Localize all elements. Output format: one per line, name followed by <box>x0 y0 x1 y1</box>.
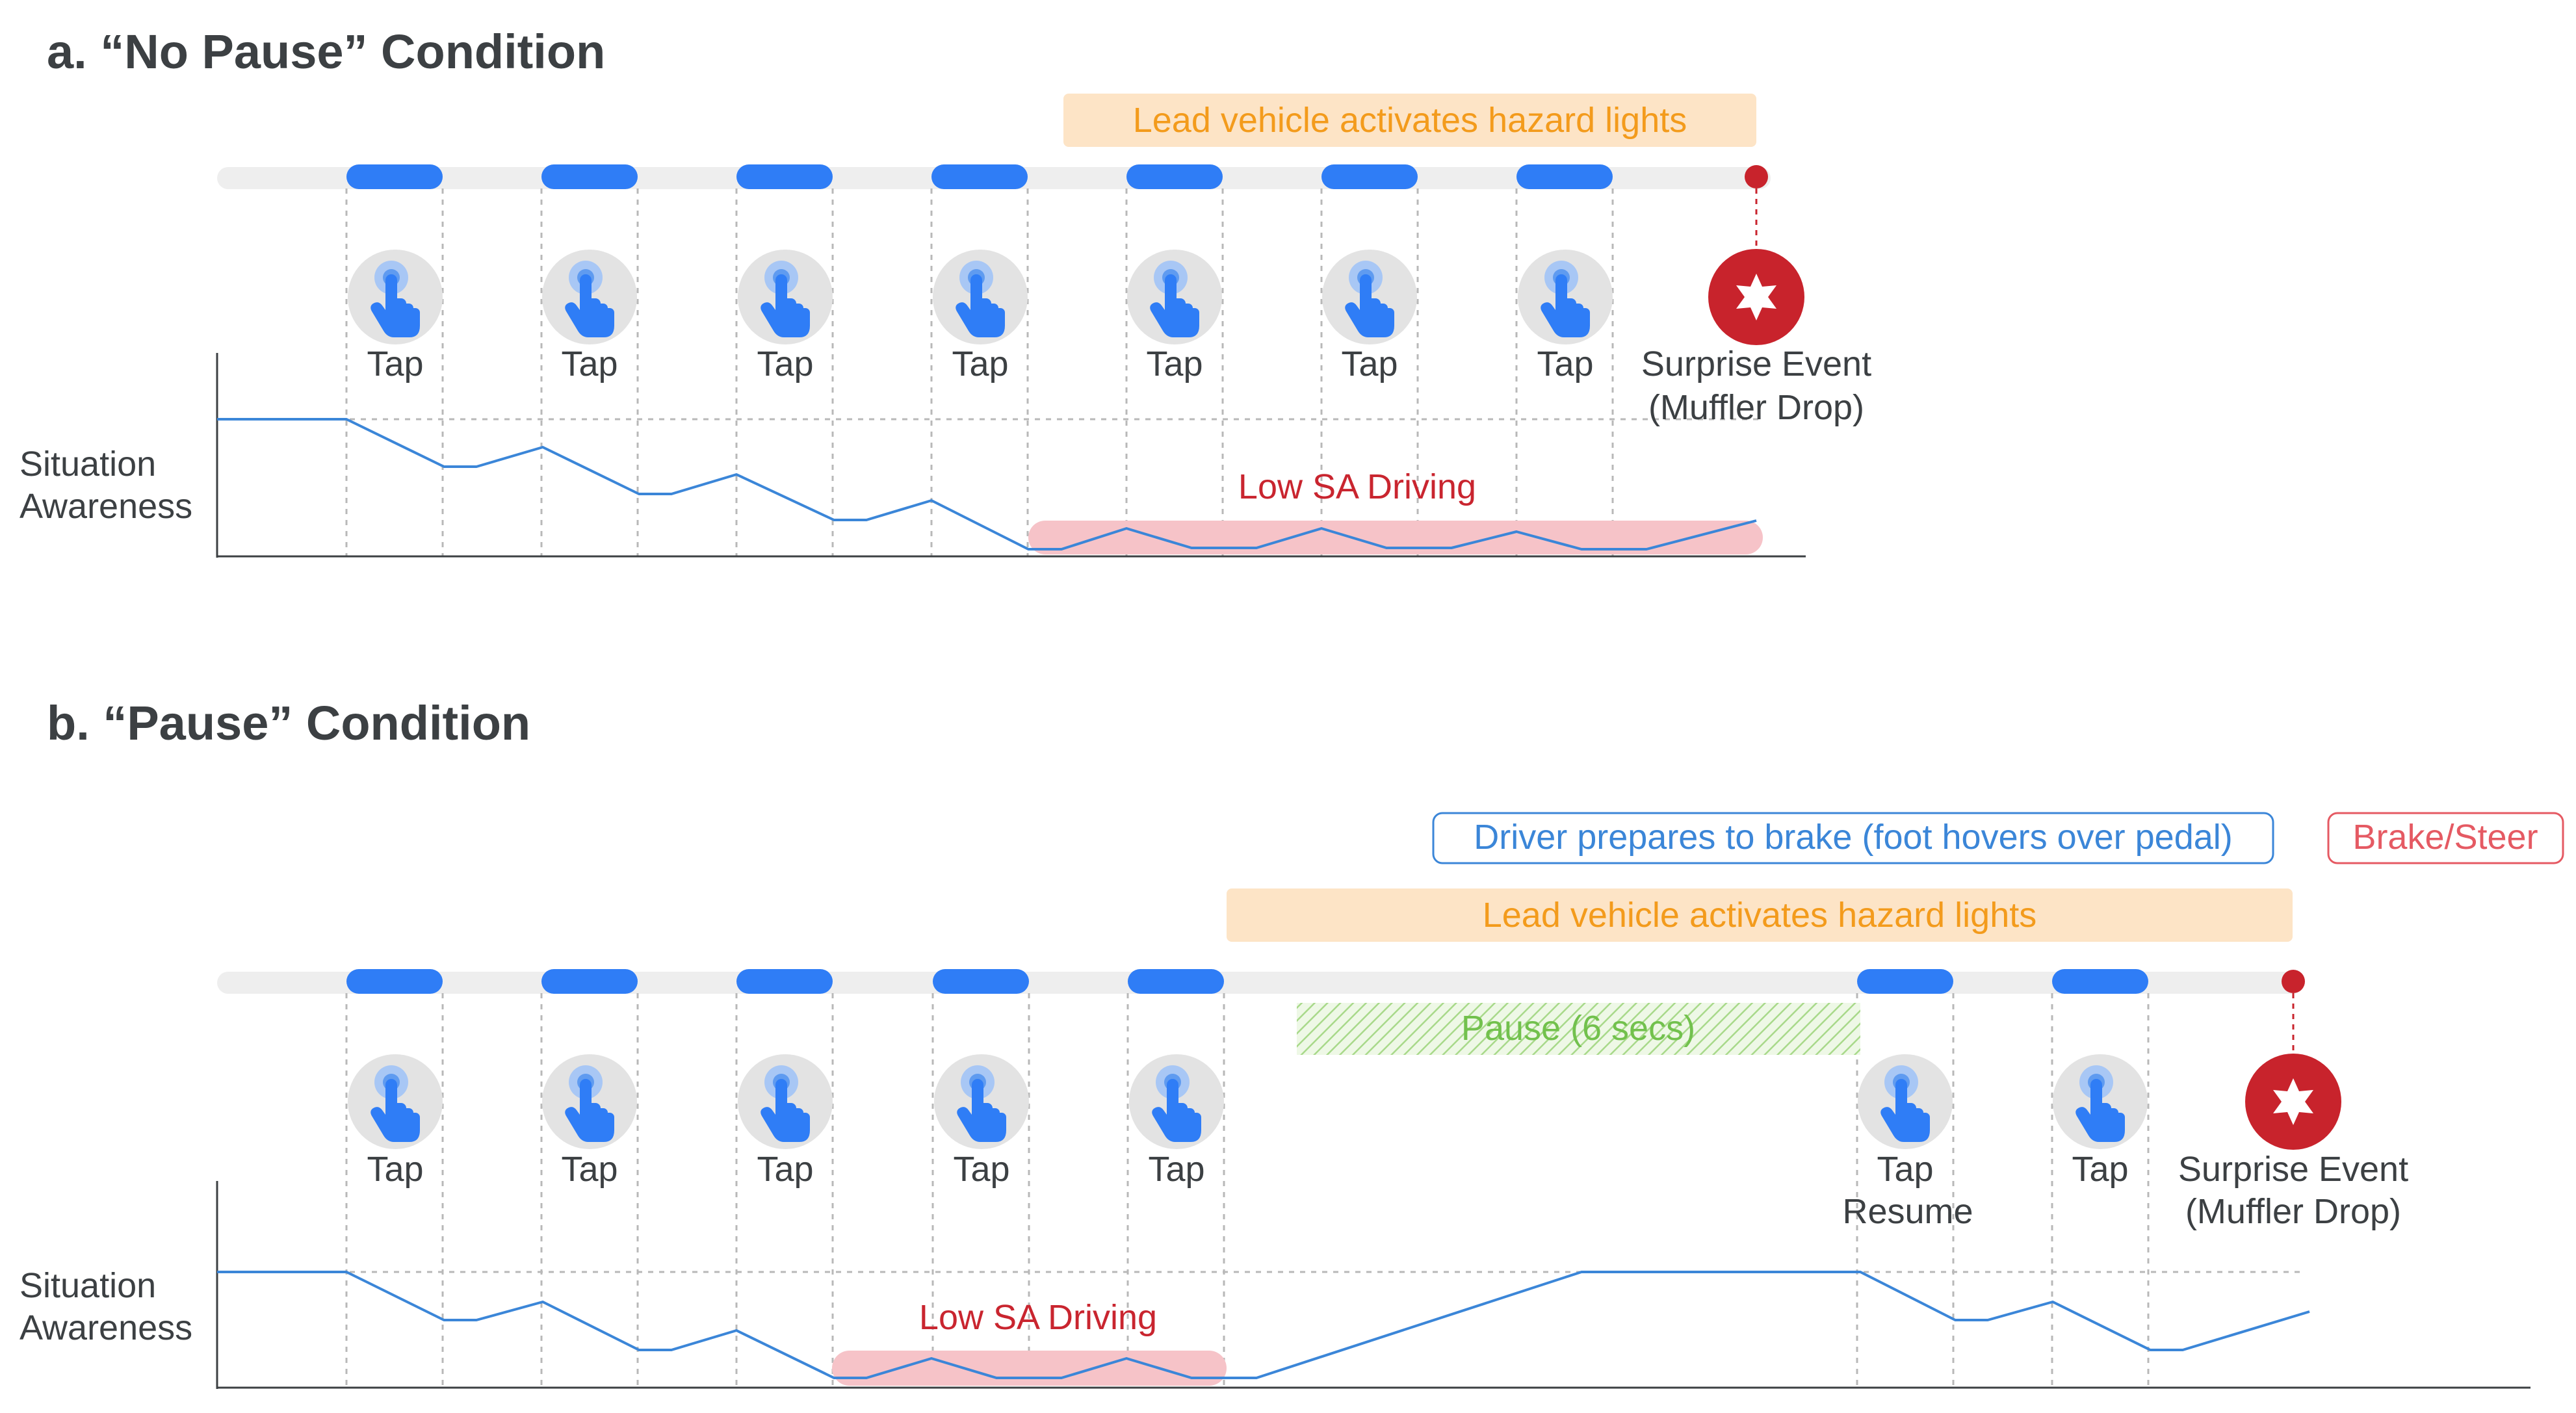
tap-5: Tap <box>1127 250 1222 383</box>
tap-segment <box>1128 969 1224 994</box>
tap-7: Tap <box>1518 250 1613 383</box>
panel-b-heading: b. “Pause” Condition <box>47 696 530 750</box>
tap-segment <box>541 164 638 189</box>
hazard-banner <box>1063 94 1756 147</box>
event-marker-dot <box>1745 165 1768 188</box>
low-sa-band <box>1028 521 1763 554</box>
prepare-label: Driver prepares to brake (foot hovers ov… <box>1474 818 2233 857</box>
tap-hand-icon <box>738 250 833 344</box>
tap-hand-icon <box>738 1054 833 1149</box>
tap-hand-icon <box>348 250 443 344</box>
tap-label: Tap <box>1341 344 1398 383</box>
tap-5: Tap <box>1129 1054 1224 1189</box>
timeline-track <box>217 972 2304 994</box>
tap-label: Tap <box>367 344 423 383</box>
resume-label: Resume <box>1842 1192 1973 1231</box>
tap-segment <box>933 969 1029 994</box>
tap-segment <box>1321 164 1418 189</box>
situation-awareness-line <box>217 418 1757 551</box>
tap-3: Tap <box>738 250 833 383</box>
gridlines <box>345 993 2150 1388</box>
tap-hand-icon <box>1858 1054 1953 1149</box>
tap-6: Tap <box>1322 250 1417 383</box>
low-sa-band <box>832 1351 1227 1386</box>
hazard-banner <box>1227 888 2293 942</box>
tap-hand-icon <box>933 250 1028 344</box>
tap-label: Tap <box>1537 344 1593 383</box>
star-burst-icon <box>2245 1054 2341 1150</box>
tap-2: Tap <box>542 1054 637 1189</box>
panel-a: a. “No Pause” Condition Lead vehicle act… <box>20 25 1871 558</box>
tap-4: Tap <box>934 1054 1029 1189</box>
event-label-line2: (Muffler Drop) <box>1648 388 1864 427</box>
y-axis-label-line1: Situation <box>20 445 156 484</box>
tap-segment <box>346 969 443 994</box>
pause-band <box>1297 1003 1860 1055</box>
tap-label: Tap <box>561 1150 618 1189</box>
brake-steer-label: Brake/Steer <box>2352 818 2538 857</box>
low-sa-label: Low SA Driving <box>919 1298 1157 1337</box>
tap-label: Tap <box>757 344 813 383</box>
event-label-line1: Surprise Event <box>2178 1150 2408 1189</box>
tap-segment <box>1857 969 1953 994</box>
y-axis-label-line2: Awareness <box>20 1308 192 1347</box>
prepare-box <box>1432 812 2274 864</box>
tap-hand-icon <box>348 1054 443 1149</box>
tap-3: Tap <box>738 1054 833 1189</box>
tap-7: Tap <box>2053 1054 2148 1189</box>
tap-segment <box>736 164 833 189</box>
tap-hand-icon <box>542 1054 637 1149</box>
tap-segment <box>2052 969 2148 994</box>
panel-b: b. “Pause” Condition Driver prepares to … <box>20 696 2564 1389</box>
tap-2: Tap <box>542 250 637 383</box>
tap-label: Tap <box>2072 1150 2128 1189</box>
star-burst-icon <box>1708 249 1804 345</box>
situation-awareness-line <box>217 1271 2310 1379</box>
tap-label: Tap <box>757 1150 813 1189</box>
event-label-line1: Surprise Event <box>1641 344 1871 383</box>
tap-1: Tap <box>348 250 443 383</box>
event-marker-dot <box>2282 970 2305 993</box>
tap-label: Tap <box>953 1150 1009 1189</box>
tap-1: Tap <box>348 1054 443 1189</box>
tap-label: Tap <box>952 344 1008 383</box>
tap-label: Tap <box>1148 1150 1204 1189</box>
y-axis-label-line2: Awareness <box>20 487 192 526</box>
panel-a-heading: a. “No Pause” Condition <box>47 25 605 79</box>
tap-label: Tap <box>1877 1150 1933 1189</box>
tap-hand-icon <box>1518 250 1613 344</box>
event-icon <box>2245 1054 2341 1150</box>
tap-segments <box>346 969 2148 994</box>
tap-segment <box>346 164 443 189</box>
tap-6-resume: Tap Resume <box>1842 1054 1973 1231</box>
tap-hand-icon <box>1129 1054 1224 1149</box>
tap-segment <box>541 969 638 994</box>
brake-steer-box <box>2327 812 2564 864</box>
tap-segment <box>736 969 833 994</box>
tap-hand-icon <box>934 1054 1029 1149</box>
y-axis-label-line1: Situation <box>20 1266 156 1305</box>
pause-label: Pause (6 secs) <box>1461 1009 1695 1048</box>
tap-hand-icon <box>1322 250 1417 344</box>
tap-label: Tap <box>561 344 618 383</box>
tap-label: Tap <box>1146 344 1203 383</box>
tap-segment <box>1126 164 1223 189</box>
tap-segments <box>346 164 1613 189</box>
tap-hand-icon <box>2053 1054 2148 1149</box>
tap-segment <box>1516 164 1613 189</box>
tap-4: Tap <box>933 250 1028 383</box>
tap-hand-icon <box>542 250 637 344</box>
hazard-label: Lead vehicle activates hazard lights <box>1483 896 2037 935</box>
low-sa-label: Low SA Driving <box>1238 467 1476 506</box>
event-label-line2: (Muffler Drop) <box>2185 1192 2401 1231</box>
hazard-label: Lead vehicle activates hazard lights <box>1133 101 1687 140</box>
tap-hand-icon <box>1127 250 1222 344</box>
event-icon <box>1708 249 1804 345</box>
tap-segment <box>931 164 1028 189</box>
tap-label: Tap <box>367 1150 423 1189</box>
